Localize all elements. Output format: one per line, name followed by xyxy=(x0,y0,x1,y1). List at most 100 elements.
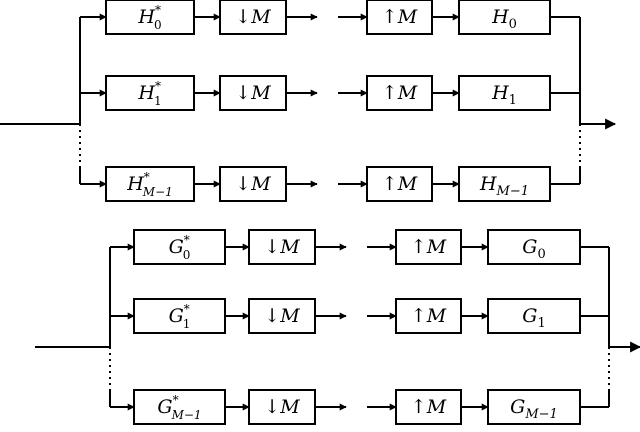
downsampler-label-factor: M xyxy=(279,236,300,258)
upsampler-label-arrow: ↑ xyxy=(382,6,398,28)
analysis-filter-box xyxy=(133,389,226,425)
analysis-filter-label-sup: * xyxy=(155,3,161,17)
analysis-filter-label-base: G xyxy=(157,396,172,418)
downsampler-label: ↓M xyxy=(264,305,300,327)
upsampler-label-factor: M xyxy=(397,173,418,195)
synthesis-filter-label-sub: M−1 xyxy=(524,407,557,422)
downsampler-label: ↓M xyxy=(264,236,300,258)
upsampler-label: ↑M xyxy=(411,236,447,258)
analysis-filter-label-sup: * xyxy=(155,79,161,93)
synthesis-filter-label-base: G xyxy=(522,305,537,327)
downsampler-label-arrow: ↓ xyxy=(264,305,280,327)
synthesis-filter-label: H1 xyxy=(491,82,517,108)
synthesis-filter-label: G0 xyxy=(522,236,545,262)
upsampler-label: ↑M xyxy=(382,82,418,104)
synthesis-filter-label-sub: 0 xyxy=(509,17,517,32)
analysis-filter-label: H*M−1 xyxy=(126,170,173,199)
synthesis-filter-box xyxy=(458,0,551,35)
analysis-filter-label-sub: M−1 xyxy=(142,185,173,199)
synthesis-filter-label-base: G xyxy=(510,396,525,418)
analysis-filter-label-base: H xyxy=(126,173,144,195)
downsampler-label-factor: M xyxy=(279,396,300,418)
upsampler-label: ↑M xyxy=(382,173,418,195)
analysis-filter-label-base: H xyxy=(137,82,155,104)
upsampler-label-arrow: ↑ xyxy=(411,236,427,258)
downsampler-label: ↓M xyxy=(235,173,271,195)
downsampler-label: ↓M xyxy=(235,82,271,104)
synthesis-filter-label-base: G xyxy=(522,236,537,258)
upsampler-label-arrow: ↑ xyxy=(382,82,398,104)
synthesis-filter-label-base: H xyxy=(491,6,509,28)
synthesis-filter-box xyxy=(487,389,581,425)
analysis-filter-label: H*1 xyxy=(137,79,161,108)
upsampler-label-factor: M xyxy=(397,82,418,104)
synthesis-filter-label: G1 xyxy=(522,305,545,331)
downsampler-label-arrow: ↓ xyxy=(235,82,251,104)
analysis-filter-label: G*0 xyxy=(169,233,191,262)
analysis-filter-label-sup: * xyxy=(144,170,150,184)
analysis-filter-label: G*1 xyxy=(169,302,191,331)
downsampler-label-factor: M xyxy=(250,173,271,195)
downsampler-label-arrow: ↓ xyxy=(264,396,280,418)
upsampler-label-arrow: ↑ xyxy=(411,396,427,418)
analysis-filter-label-sup: * xyxy=(173,393,179,407)
upsampler-box xyxy=(366,166,433,202)
synthesis-filter-box xyxy=(458,75,551,111)
analysis-filter-label-sub: 0 xyxy=(183,248,191,262)
downsampler-label-factor: M xyxy=(250,6,271,28)
upsampler-label-arrow: ↑ xyxy=(411,305,427,327)
analysis-filter-box xyxy=(105,166,195,202)
analysis-filter-label-base: G xyxy=(169,305,184,327)
downsampler-box xyxy=(248,389,316,425)
synthesis-filter-label-sub: 0 xyxy=(537,247,545,262)
upsampler-box xyxy=(395,389,462,425)
downsampler-box xyxy=(219,0,287,35)
upsampler-label-factor: M xyxy=(426,396,447,418)
synthesis-filter-label: GM−1 xyxy=(510,396,558,422)
analysis-filter-label-base: G xyxy=(169,236,184,258)
upsampler-box xyxy=(395,298,462,334)
upsampler-box xyxy=(366,0,433,35)
synthesis-filter-box xyxy=(487,229,581,265)
synthesis-filter-label: H0 xyxy=(491,6,517,32)
downsampler-box xyxy=(219,166,287,202)
downsampler-box xyxy=(219,75,287,111)
analysis-filter-box xyxy=(133,298,226,334)
synthesis-filter-label-base: H xyxy=(479,173,497,195)
analysis-filter-label-sub: 0 xyxy=(154,18,162,32)
analysis-filter-label-sup: * xyxy=(184,302,190,316)
upsampler-label-factor: M xyxy=(426,305,447,327)
upsampler-label: ↑M xyxy=(411,305,447,327)
synthesis-filter-box xyxy=(458,166,551,202)
upsampler-box xyxy=(366,75,433,111)
analysis-filter-label: G*M−1 xyxy=(157,393,201,422)
upsampler-box xyxy=(395,229,462,265)
downsampler-box xyxy=(248,298,316,334)
upsampler-label: ↑M xyxy=(382,6,418,28)
upsampler-label-arrow: ↑ xyxy=(382,173,398,195)
synthesis-filter-label-base: H xyxy=(491,82,509,104)
analysis-filter-box xyxy=(105,75,195,111)
downsampler-label: ↓M xyxy=(264,396,300,418)
analysis-filter-label-sub: 1 xyxy=(183,317,191,331)
downsampler-label-factor: M xyxy=(250,82,271,104)
downsampler-label: ↓M xyxy=(235,6,271,28)
downsampler-label-factor: M xyxy=(279,305,300,327)
upsampler-label-factor: M xyxy=(397,6,418,28)
downsampler-label-arrow: ↓ xyxy=(235,6,251,28)
analysis-filter-label-base: H xyxy=(137,6,155,28)
analysis-filter-label: H*0 xyxy=(137,3,161,32)
analysis-filter-box xyxy=(105,0,195,35)
upsampler-label-factor: M xyxy=(426,236,447,258)
synthesis-filter-label-sub: M−1 xyxy=(496,184,529,199)
synthesis-filter-box xyxy=(487,298,581,334)
analysis-filter-label-sub: 1 xyxy=(154,94,162,108)
